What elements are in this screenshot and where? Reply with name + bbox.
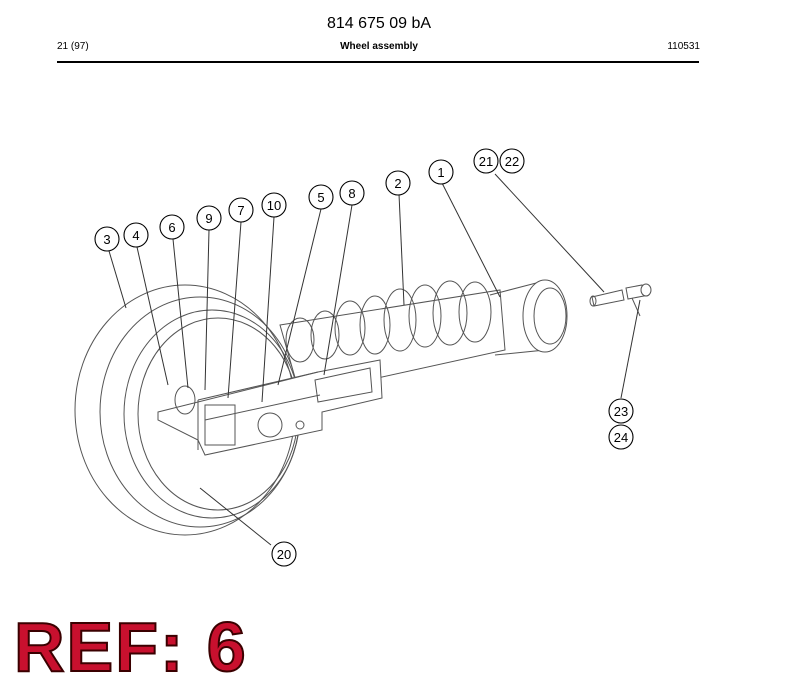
bracket-drawing	[157, 359, 383, 456]
callout-2-label: 2	[394, 176, 401, 191]
callout-2: 2	[385, 170, 411, 196]
callout-10: 10	[261, 192, 287, 218]
callout-8-label: 8	[348, 186, 355, 201]
page-number: 21 (97)	[57, 41, 89, 52]
callout-7: 7	[228, 197, 254, 223]
callout-6-label: 6	[168, 220, 175, 235]
callout-9-label: 9	[205, 211, 212, 226]
callout-10-label: 10	[267, 198, 281, 213]
callout-6: 6	[159, 214, 185, 240]
callout-5-label: 5	[317, 190, 324, 205]
grease-nipple-drawing	[589, 283, 652, 317]
drawing-code: 110531	[667, 41, 700, 52]
callout-1-label: 1	[437, 165, 444, 180]
leader-lines	[108, 173, 641, 546]
callout-23: 23	[608, 398, 634, 424]
callout-5: 5	[308, 184, 334, 210]
cylinder-drawing	[522, 279, 568, 353]
callout-20: 20	[271, 541, 297, 567]
header-rule	[57, 61, 699, 63]
callout-20-label: 20	[277, 547, 291, 562]
callout-1: 1	[428, 159, 454, 185]
callout-24: 24	[608, 424, 634, 450]
callout-22-label: 22	[505, 154, 519, 169]
callout-3: 3	[94, 226, 120, 252]
callout-24-label: 24	[614, 430, 628, 445]
callout-21: 21	[473, 148, 499, 174]
callout-8: 8	[339, 180, 365, 206]
callout-4-label: 4	[132, 228, 139, 243]
callout-7-label: 7	[237, 203, 244, 218]
document-number: 814 675 09 bA	[326, 15, 432, 32]
callout-23-label: 23	[614, 404, 628, 419]
callout-4: 4	[123, 222, 149, 248]
callout-22: 22	[499, 148, 525, 174]
callout-21-label: 21	[479, 154, 493, 169]
callout-9: 9	[196, 205, 222, 231]
reference-label: REF: 6	[13, 608, 248, 686]
section-title: Wheel assembly	[340, 41, 418, 52]
callout-3-label: 3	[103, 232, 110, 247]
